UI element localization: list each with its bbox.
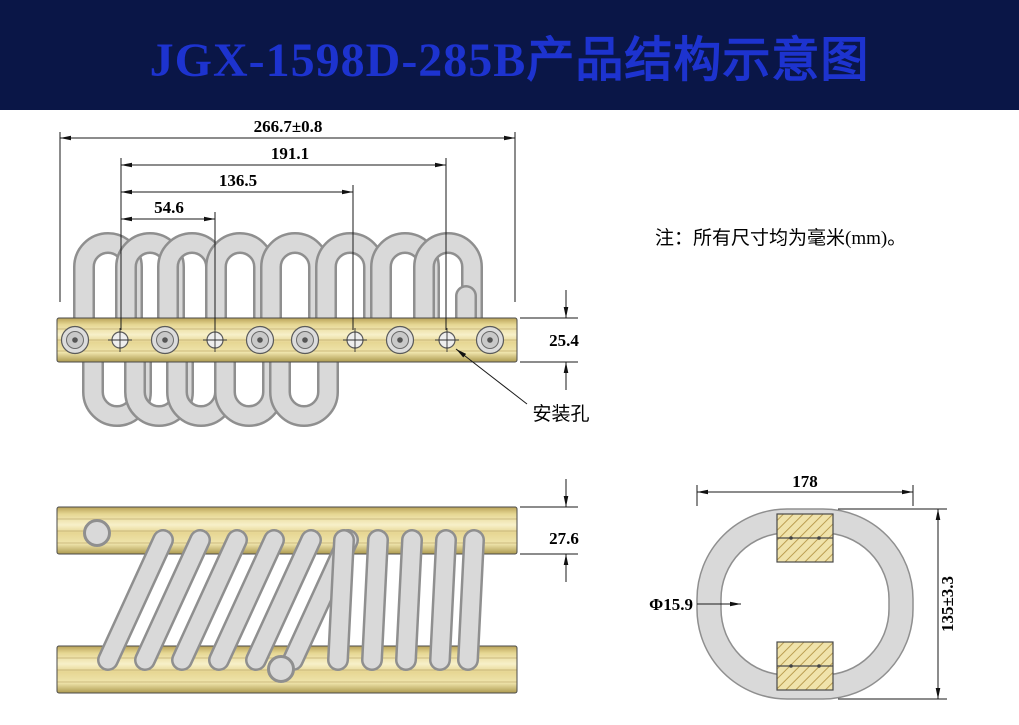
mounting-holes <box>108 328 459 352</box>
coil-tube <box>329 531 353 669</box>
page-title: JGX-1598D-285B产品结构示意图 <box>149 34 870 87</box>
coil-lower-loops <box>82 340 339 427</box>
dim-bar-thickness-front: 25.4 <box>549 331 579 350</box>
mounting-hole <box>343 328 367 352</box>
rope-end-bottom <box>267 655 295 683</box>
dim-hole-span-3: 191.1 <box>271 144 309 163</box>
units-note: 注：所有尺寸均为毫米(mm)。 <box>655 227 906 249</box>
mounting-hole-leader <box>455 348 528 405</box>
coil-tube <box>459 531 483 669</box>
coil-loop <box>271 340 337 425</box>
dim-hole-span-1: 54.6 <box>154 198 184 217</box>
coil-loop <box>415 234 481 345</box>
plan-dimensions: 27.6 <box>520 479 581 582</box>
coil-tube <box>431 531 455 669</box>
title-banner: JGX-1598D-285B产品结构示意图 <box>0 0 1019 110</box>
dim-end-height: 135±3.3 <box>938 576 957 632</box>
dim-overall-length: 266.7±0.8 <box>254 117 323 136</box>
mounting-hole <box>435 328 459 352</box>
bolt <box>475 325 505 355</box>
dim-bar-thickness-plan: 27.6 <box>549 529 579 548</box>
dim-wire-diameter: Φ15.9 <box>649 595 693 614</box>
bolt <box>60 325 90 355</box>
top-clamp-block <box>776 513 834 563</box>
rope-end-top <box>83 519 111 547</box>
coil-tube <box>136 531 209 669</box>
coil-tube <box>99 531 172 669</box>
plan-coil-tubes <box>97 529 485 671</box>
coil-tube <box>397 531 421 669</box>
dim-end-width: 178 <box>792 472 818 491</box>
coil-tube <box>173 531 246 669</box>
end-view: 178 135±3.3 Φ15.9 <box>647 470 960 700</box>
plan-view: 27.6 <box>56 479 581 694</box>
front-dimensions: 266.7±0.8 191.1 136.5 54.6 25.4 安装孔 <box>59 115 592 427</box>
front-view: 266.7±0.8 191.1 136.5 54.6 25.4 安装孔 <box>56 115 592 427</box>
bolt <box>245 325 275 355</box>
dim-hole-span-2: 136.5 <box>219 171 257 190</box>
mounting-hole-label: 安装孔 <box>532 403 589 425</box>
end-dimensions: 178 135±3.3 Φ15.9 <box>647 470 960 700</box>
bolt <box>150 325 180 355</box>
mounting-hole <box>203 328 227 352</box>
bolt <box>385 325 415 355</box>
coil-tube <box>247 531 320 669</box>
bottom-clamp-block <box>776 641 834 691</box>
bolt <box>290 325 320 355</box>
coil-tube <box>210 531 283 669</box>
coil-tube <box>363 531 387 669</box>
mounting-hole <box>108 328 132 352</box>
bolts <box>60 325 505 355</box>
